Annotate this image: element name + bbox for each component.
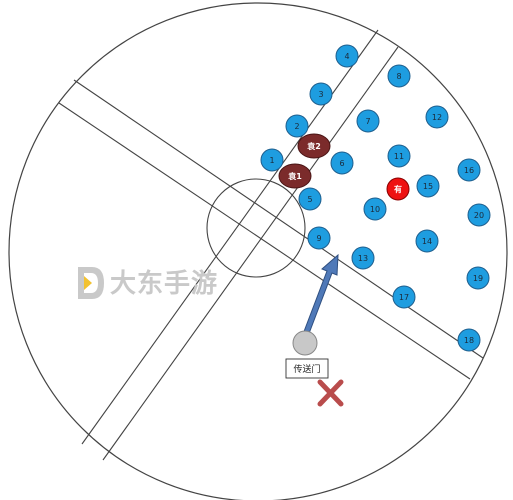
marker-shape xyxy=(307,226,331,250)
spawn-marker[interactable]: 15 xyxy=(416,174,440,198)
arena-boundary xyxy=(8,2,508,500)
spawn-marker[interactable]: 9 xyxy=(307,226,331,250)
marker-shape xyxy=(457,158,481,182)
spawn-marker[interactable]: 11 xyxy=(387,144,411,168)
marker-shape xyxy=(415,229,439,253)
marker-shape xyxy=(309,82,333,106)
marker-label: 袁2 xyxy=(306,141,321,151)
marker-shape xyxy=(457,328,481,352)
marker-label: 15 xyxy=(423,182,433,191)
marker-shape xyxy=(297,133,331,159)
boss-marker[interactable]: 袁1 xyxy=(278,163,312,189)
road-diagonal-left xyxy=(58,79,484,380)
spawn-marker[interactable]: 4 xyxy=(335,44,359,68)
portal-label-box xyxy=(285,358,329,379)
spawn-marker[interactable]: 13 xyxy=(351,246,375,270)
marker-label: 19 xyxy=(473,274,483,283)
marker-label: 12 xyxy=(432,113,442,122)
spawn-marker[interactable]: 7 xyxy=(356,109,380,133)
marker-label: 2 xyxy=(294,122,299,131)
marker-label: 17 xyxy=(399,293,409,302)
watermark-logo xyxy=(78,267,104,299)
marker-label: 6 xyxy=(339,159,344,168)
portal-dot[interactable] xyxy=(292,330,318,356)
spawn-marker[interactable]: 10 xyxy=(363,197,387,221)
marker-shape xyxy=(330,151,354,175)
marker-shape xyxy=(356,109,380,133)
marker-label: 14 xyxy=(422,237,432,246)
spawn-marker[interactable]: 6 xyxy=(330,151,354,175)
marker-shape xyxy=(416,174,440,198)
marker-label: 18 xyxy=(464,336,474,345)
spawn-marker[interactable]: 3 xyxy=(309,82,333,106)
marker-label: 1 xyxy=(269,156,274,165)
watermark-text: 大东手游 xyxy=(110,268,218,299)
spawn-marker[interactable]: 18 xyxy=(457,328,481,352)
spawn-marker[interactable]: 16 xyxy=(457,158,481,182)
spawn-marker[interactable]: 8 xyxy=(387,64,411,88)
marker-shape xyxy=(260,148,284,172)
marker-label: 16 xyxy=(464,166,474,175)
marker-label: 8 xyxy=(396,72,401,81)
marker-shape xyxy=(392,285,416,309)
marker-label: 3 xyxy=(318,90,323,99)
item-marker[interactable]: 有 xyxy=(386,177,410,201)
marker-label: 9 xyxy=(316,234,321,243)
marker-label: 有 xyxy=(394,184,402,194)
spawn-marker[interactable]: 12 xyxy=(425,105,449,129)
marker-shape xyxy=(467,203,491,227)
marker-shape xyxy=(387,144,411,168)
marker-label: 13 xyxy=(358,254,368,263)
marker-shape xyxy=(335,44,359,68)
marker-shape xyxy=(351,246,375,270)
spawn-marker[interactable]: 1 xyxy=(260,148,284,172)
marker-shape xyxy=(387,64,411,88)
spawn-marker[interactable]: 5 xyxy=(298,187,322,211)
marker-label: 20 xyxy=(474,211,484,220)
marker-shape xyxy=(425,105,449,129)
cross-marker-icon xyxy=(317,379,344,407)
marker-shape xyxy=(285,114,309,138)
spawn-marker[interactable]: 14 xyxy=(415,229,439,253)
spawn-marker[interactable]: 17 xyxy=(392,285,416,309)
marker-shape xyxy=(466,266,490,290)
marker-label: 11 xyxy=(394,152,404,161)
portal-label: 传送门 xyxy=(293,363,320,375)
marker-label: 5 xyxy=(307,195,312,204)
spawn-marker[interactable]: 2 xyxy=(285,114,309,138)
spawn-marker[interactable]: 20 xyxy=(467,203,491,227)
center-ring xyxy=(206,178,306,278)
spawn-marker[interactable]: 19 xyxy=(466,266,490,290)
marker-label: 7 xyxy=(365,117,370,126)
marker-shape xyxy=(386,177,410,201)
marker-label: 4 xyxy=(344,52,349,61)
marker-label: 袁1 xyxy=(287,171,302,181)
marker-shape xyxy=(298,187,322,211)
marker-label: 10 xyxy=(370,205,380,214)
marker-shape xyxy=(278,163,312,189)
boss-marker[interactable]: 袁2 xyxy=(297,133,331,159)
marker-shape xyxy=(363,197,387,221)
